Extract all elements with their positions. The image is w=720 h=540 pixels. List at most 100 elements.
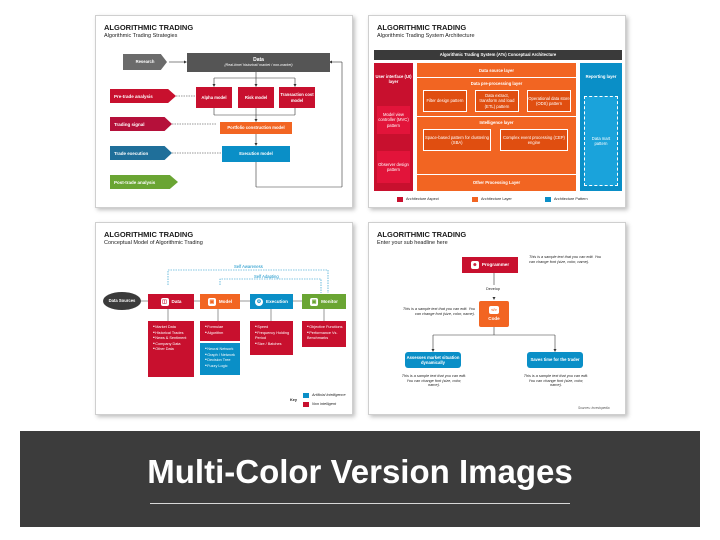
stage-execution-label: Execution [266, 298, 288, 304]
banner-underline [150, 503, 570, 504]
ods-pattern-box: Operational data store (ODS) pattern [527, 90, 571, 112]
data-subtitle: (Real-time/ historical/ market / non-mar… [224, 63, 293, 68]
list-item: Formulae [205, 325, 237, 331]
stage-model: ▣ Model [200, 294, 240, 309]
stage-data: ◫ Data [148, 294, 194, 309]
data-title: Data [253, 57, 264, 64]
legend-layer: Architecture Layer [481, 197, 512, 201]
stage-monitor-label: Monitor [321, 298, 338, 304]
list-item: Speed [255, 325, 290, 331]
source-note: Sources: Investopedia [578, 406, 610, 410]
filter-pattern-box: Filter design pattern [423, 90, 467, 112]
list-item: News & Sentiment [153, 336, 191, 342]
list-item: Company Data [153, 342, 191, 348]
stage-monitor: ▣ Monitor [302, 294, 346, 309]
list-item: Historical Trades [153, 331, 191, 337]
key-non-label: Non intelligent [312, 402, 337, 406]
portfolio-construction-box: Portfolio construction model [220, 122, 292, 134]
legend-pattern: Architecture Pattern [554, 197, 588, 201]
saves-time-box: Saves time for the trader [527, 352, 583, 368]
data-source-layer: Data source layer [479, 68, 514, 74]
slide-subtitle: Enter your sub headline here [377, 240, 448, 246]
monitor-icon: ▣ [310, 297, 319, 306]
divider [417, 116, 576, 117]
connector-lines [169, 60, 343, 188]
reporting-layer-label: Reporting layer [585, 74, 617, 80]
list-item: Graph / Network [205, 353, 237, 359]
slide-subtitle: Algorithmic Trading System Architecture [377, 33, 475, 39]
key-swatch-ai [303, 393, 309, 398]
programmer-box: ☻ Programmer [462, 257, 518, 273]
slide-title: ALGORITHMIC TRADING [377, 230, 467, 239]
list-item: Other Data [153, 347, 191, 353]
feedback-lines [103, 269, 329, 321]
assess-market-box: Assesses market situation dynamically [405, 352, 461, 368]
step-pre-trade: Pre-trade analysis [110, 89, 176, 103]
transaction-cost-box: Transaction cost model [279, 87, 315, 108]
flow-lines [431, 273, 557, 352]
architecture-header: Algorithmic Trading System (ATs) Concept… [374, 50, 622, 60]
sample-text: This is a sample text that you can edit.… [402, 307, 475, 316]
self-awareness-label: Self Awareness [234, 264, 263, 269]
list-item: Objective Functions [307, 325, 343, 331]
slide-system-architecture[interactable]: ALGORITHMIC TRADING Algorithmic Trading … [368, 15, 626, 208]
develop-label: Develop [486, 287, 500, 291]
preprocessing-layer: Data pre-processing layer [470, 80, 523, 86]
list-item: Market Data [153, 325, 191, 331]
slide-sub-headline[interactable]: ALGORITHMIC TRADING Enter your sub headl… [368, 222, 626, 415]
other-processing-layer: Other Processing Layer [472, 179, 521, 185]
cube-icon: ▣ [207, 297, 216, 306]
ui-layer-label: User interface (UI) layer [375, 73, 412, 84]
model-ai-items-list: Neural Network Graph / Network Decision … [200, 343, 240, 375]
execution-items-list: Speed Frequency Holding Period Size / Ba… [250, 321, 293, 355]
slide-subtitle: Algorithmic Trading Strategies [104, 33, 178, 39]
list-item: Size / Batches [255, 342, 290, 348]
step-trade-execution: Trade execution [110, 146, 172, 160]
data-mart-pattern-box: Data mart pattern [584, 96, 618, 186]
divider [417, 174, 576, 175]
observer-pattern-box: Observer design pattern [377, 151, 410, 183]
sample-text: This is a sample text that you can edit.… [529, 255, 602, 264]
stage-model-label: Model [218, 298, 233, 304]
slide-trading-strategies[interactable]: ALGORITHMIC TRADING Algorithmic Trading … [95, 15, 353, 208]
code-box: </> Code [479, 301, 509, 327]
stage-data-label: Data [171, 298, 182, 304]
self-adapting-label: Self Adapting [254, 274, 279, 279]
list-item: Performance Vs. Benchmarks [307, 331, 343, 342]
research-box: Research [123, 54, 167, 70]
slide-conceptual-model[interactable]: ALGORITHMIC TRADING Conceptual Model of … [95, 222, 353, 415]
code-label: Code [488, 316, 500, 322]
data-items-list: Market Data Historical Trades News & Sen… [148, 321, 194, 377]
key-label: Key [290, 398, 297, 402]
step-post-trade: Post-trade analysis [110, 175, 178, 189]
legend-swatch-pattern [545, 197, 551, 202]
code-icon: </> [489, 306, 499, 315]
slide-subtitle: Conceptual Model of Algorithmic Trading [104, 240, 203, 246]
legend-swatch-aspect [397, 197, 403, 202]
bottom-banner: Multi-Color Version Images [20, 431, 700, 527]
key-ai-label: Artificial Intelligence [312, 393, 346, 397]
slide-title: ALGORITHMIC TRADING [104, 230, 194, 239]
slide-title: ALGORITHMIC TRADING [377, 23, 467, 32]
intelligence-layer: Intelligence layer [479, 119, 514, 125]
cep-engine-box: Complex event processing (CEP) engine [500, 129, 568, 151]
programmer-label: Programmer [481, 262, 510, 268]
alpha-model-box: Alpha model [196, 87, 232, 108]
layers-panel [417, 63, 576, 191]
mvc-pattern-box: Model view controller (MVC) pattern [377, 106, 410, 134]
list-item: Neural Network [205, 347, 237, 353]
etl-pattern-box: Data extract, transform and load (ETL) p… [475, 90, 519, 112]
data-box: Data (Real-time/ historical/ market / no… [187, 53, 330, 72]
model-items-list: Formulae Algorithm [200, 321, 240, 341]
key-swatch-non [303, 402, 309, 407]
list-item: Algorithm [205, 331, 237, 337]
list-item: Frequency Holding Period [255, 331, 290, 342]
list-item: Decision Tree [205, 358, 237, 364]
data-sources-label: Data Sources [108, 298, 136, 304]
stage-execution: ⚙ Execution [250, 294, 293, 309]
banner-title: Multi-Color Version Images [147, 453, 573, 490]
gear-icon: ⚙ [255, 297, 264, 306]
sba-pattern-box: Space-based pattern for clustering (SBA) [423, 129, 491, 151]
database-icon: ◫ [160, 297, 169, 306]
list-item: Fuzzy Logic [205, 364, 237, 370]
